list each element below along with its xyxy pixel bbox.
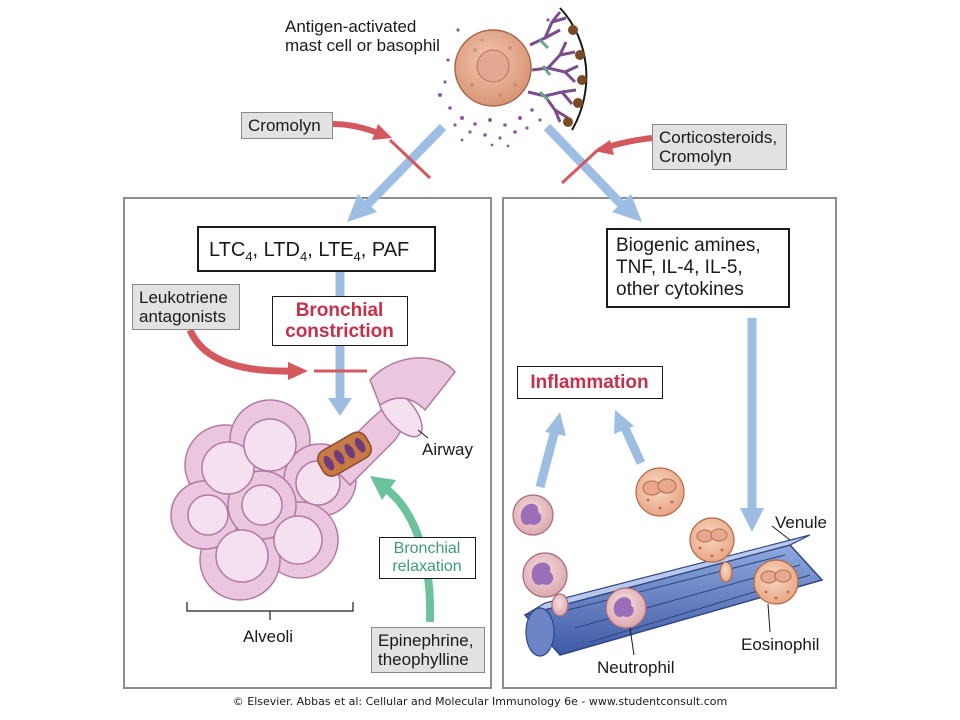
cromolyn-text: Cromolyn <box>248 116 321 135</box>
epinephrine-label: Epinephrine, theophylline <box>371 627 485 673</box>
cytokines-text-2: TNF, IL-4, IL-5, <box>616 257 743 278</box>
leukotriene-text-2: antagonists <box>139 307 226 326</box>
mast-cell-label-line2: mast cell or basophil <box>285 36 440 55</box>
cromolyn-arrow <box>332 121 380 136</box>
neutrophil-cells <box>512 494 647 629</box>
leukotriene-arrow <box>186 328 293 375</box>
corticosteroids-text-1: Corticosteroids, <box>659 128 778 147</box>
block-mark-left <box>388 138 432 180</box>
airway-leader <box>417 429 429 439</box>
arrow-to-right-panel <box>543 123 626 209</box>
alveoli-bracket <box>186 602 354 612</box>
eosinophil-cells <box>635 467 799 605</box>
bronchial-relaxation-text-2: relaxation <box>392 558 462 575</box>
corticosteroids-label: Corticosteroids, Cromolyn <box>652 124 787 170</box>
alveoli-label: Alveoli <box>243 627 294 646</box>
mast-cell <box>438 7 588 148</box>
lipid-mediators-box: LTC4, LTD4, LTE4, PAF <box>197 226 436 272</box>
leukotriene-text-1: Leukotriene <box>139 288 228 307</box>
cromolyn-label: Cromolyn <box>241 112 333 139</box>
bronchial-relaxation-box: Bronchial relaxation <box>379 537 476 579</box>
inflammation-box: Inflammation <box>517 366 663 399</box>
eosinophil-leader <box>767 603 771 633</box>
arrow-inflammation-2 <box>620 426 646 465</box>
arrow-to-left-panel <box>363 123 447 209</box>
epinephrine-text-1: Epinephrine, <box>378 631 474 650</box>
neutrophil-leader <box>629 627 635 656</box>
epinephrine-text-2: theophylline <box>378 650 469 669</box>
block-mark-right <box>560 146 602 185</box>
venule-label: Venule <box>775 513 827 532</box>
leukotriene-antagonists-label: Leukotriene antagonists <box>132 284 240 330</box>
lipid-mediators-text: LTC4, LTD4, LTE4, PAF <box>209 239 410 264</box>
copyright-footer: © Elsevier. Abbas et al: Cellular and Mo… <box>232 695 728 708</box>
alveoli-illustration <box>170 357 456 601</box>
bronchial-constriction-box: Bronchial constriction <box>272 296 408 346</box>
neutrophil-label: Neutrophil <box>597 658 675 677</box>
venule-illustration <box>523 534 824 657</box>
venule-leader <box>771 525 791 541</box>
cytokines-text-3: other cytokines <box>616 279 744 300</box>
cytokines-box: Biogenic amines, TNF, IL-4, IL-5, other … <box>606 228 790 308</box>
bronchial-constriction-text-1: Bronchial <box>295 300 384 321</box>
granules <box>438 18 550 148</box>
eosinophil-label: Eosinophil <box>741 635 820 654</box>
bronchial-relaxation-text-1: Bronchial <box>393 540 461 557</box>
bronchial-constriction-text-2: constriction <box>285 321 394 342</box>
inflammation-text: Inflammation <box>530 372 649 393</box>
mast-cell-label-line1: Antigen-activated <box>285 17 417 36</box>
cytokines-text-1: Biogenic amines, <box>616 235 761 256</box>
arrow-inflammation-1 <box>535 428 560 489</box>
corticosteroid-arrow <box>607 135 653 150</box>
airway-label: Airway <box>422 440 474 459</box>
corticosteroids-text-2: Cromolyn <box>659 147 732 166</box>
